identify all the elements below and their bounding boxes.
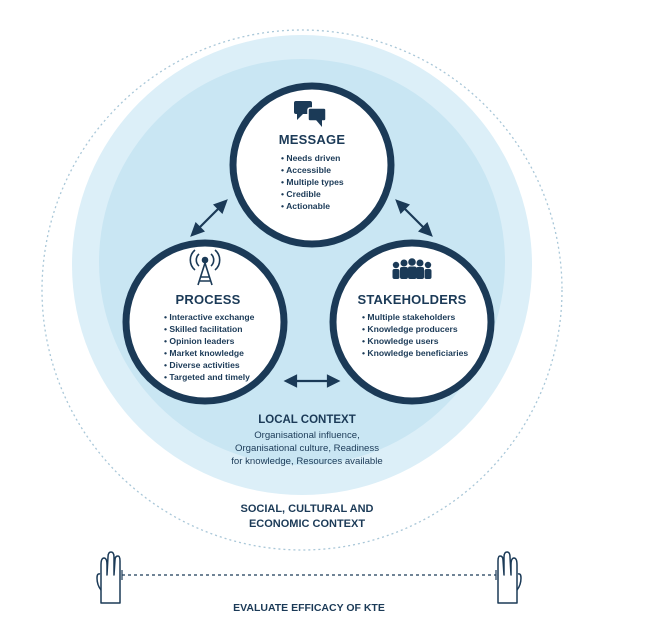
list-item: Multiple stakeholders	[362, 311, 468, 323]
list-item: Targeted and timely	[164, 371, 254, 383]
local-context-title: LOCAL CONTEXT	[258, 414, 356, 426]
message-title: MESSAGE	[278, 132, 346, 147]
social-context-line: SOCIAL, CULTURAL AND	[240, 503, 374, 515]
list-item: Credible	[281, 188, 344, 200]
process-title: PROCESS	[175, 292, 241, 307]
list-item: Opinion leaders	[164, 335, 254, 347]
people-group-icon	[392, 258, 432, 279]
arrow-message-process	[190, 199, 228, 237]
list-item: Skilled facilitation	[164, 323, 254, 335]
list-item: Interactive exchange	[164, 311, 254, 323]
list-item: Knowledge users	[362, 335, 468, 347]
message-list: Needs driven Accessible Multiple types C…	[281, 152, 344, 212]
hand-icon	[96, 551, 121, 604]
list-item: Knowledge beneficiaries	[362, 347, 468, 359]
evaluate-label: EVALUATE EFFICACY OF KTE	[233, 602, 385, 614]
arrow-message-stakeholders	[395, 199, 433, 237]
local-context-line: Organisational influence,	[254, 430, 360, 441]
speech-bubbles-icon	[294, 101, 327, 127]
evaluate-dashed-line	[121, 570, 497, 580]
list-item: Multiple types	[281, 176, 343, 188]
list-item: Actionable	[281, 200, 344, 212]
list-item: Accessible	[281, 164, 344, 176]
stakeholders-list: Multiple stakeholders Knowledge producer…	[362, 311, 468, 359]
local-context-line: Organisational culture, Readiness	[235, 443, 379, 454]
broadcast-tower-icon	[189, 249, 221, 286]
list-item: Knowledge producers	[362, 323, 468, 335]
list-item: Needs driven	[281, 152, 344, 164]
process-list: Interactive exchange Skilled facilitatio…	[164, 311, 254, 383]
social-context-line: ECONOMIC CONTEXT	[248, 518, 366, 530]
list-item: Diverse activities	[164, 359, 254, 371]
local-context-line: for knowledge, Resources available	[231, 456, 383, 467]
list-item: Market knowledge	[164, 347, 254, 359]
stakeholders-title: STAKEHOLDERS	[357, 292, 467, 307]
hand-icon	[497, 551, 522, 604]
arrow-process-stakeholders	[283, 374, 341, 388]
